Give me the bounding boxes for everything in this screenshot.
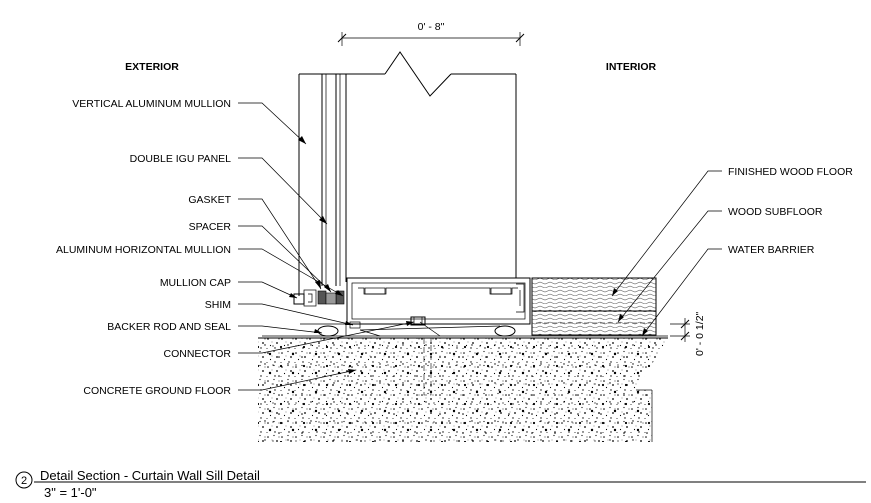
title-block <box>15 471 866 489</box>
label-wood-subfloor: WOOD SUBFLOOR <box>728 206 823 218</box>
mullion-cap <box>293 289 317 307</box>
connector <box>410 316 426 326</box>
right-leaders <box>611 170 722 337</box>
label-backer-rod-and-seal: BACKER ROD AND SEAL <box>107 321 231 333</box>
label-vertical-aluminum-mullion: VERTICAL ALUMINUM MULLION <box>72 98 231 110</box>
label-water-barrier: WATER BARRIER <box>728 244 815 256</box>
side-dimension <box>670 318 690 342</box>
left-leaders <box>238 102 415 391</box>
label-mullion-cap: MULLION CAP <box>160 277 231 289</box>
detail-number: 2 <box>21 475 27 487</box>
label-double-igu-panel: DOUBLE IGU PANEL <box>130 153 231 165</box>
wood-subfloor <box>531 310 657 336</box>
break-line <box>384 51 452 97</box>
spacer <box>325 292 337 305</box>
interior-heading: INTERIOR <box>606 61 657 73</box>
aluminum-horizontal-mullion <box>346 277 531 325</box>
side-dimension-text: 0' - 0 1/2" <box>694 311 706 356</box>
top-dimension-text: 0' - 8" <box>418 21 445 33</box>
top-dimension <box>337 32 525 46</box>
vertical-aluminum-mullion <box>298 73 516 296</box>
exterior-heading: EXTERIOR <box>125 61 179 73</box>
label-concrete-ground-floor: CONCRETE GROUND FLOOR <box>83 385 231 397</box>
label-aluminum-horizontal-mullion: ALUMINUM HORIZONTAL MULLION <box>56 244 231 256</box>
concrete-ground-floor <box>258 337 668 442</box>
finished-wood-floor <box>531 277 657 312</box>
detail-scale: 3" = 1'-0" <box>44 485 97 500</box>
label-finished-wood-floor: FINISHED WOOD FLOOR <box>728 166 853 178</box>
label-gasket: GASKET <box>188 194 231 206</box>
label-spacer: SPACER <box>189 221 232 233</box>
detail-title: Detail Section - Curtain Wall Sill Detai… <box>40 468 260 483</box>
backer-rod-and-seal <box>300 323 516 337</box>
label-connector: CONNECTOR <box>164 348 232 360</box>
label-shim: SHIM <box>205 299 231 311</box>
